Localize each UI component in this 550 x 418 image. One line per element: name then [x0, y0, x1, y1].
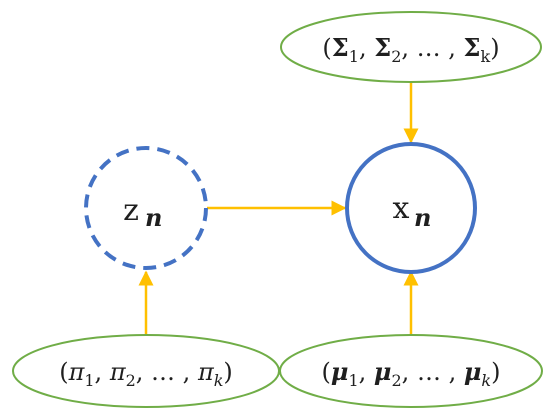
latent-node-z-label: z: [123, 193, 139, 228]
observed-node-x: [345, 142, 477, 274]
observed-node-x-subscript: n: [414, 203, 431, 232]
latent-node-z: [84, 146, 208, 270]
svg-text:n: n: [414, 203, 431, 232]
svg-text:n: n: [145, 203, 162, 232]
svg-text:x: x: [393, 191, 410, 226]
param-sigma-ellipse: [280, 11, 542, 83]
observed-node-x-label: x: [393, 191, 410, 226]
param-mu-ellipse: [279, 334, 543, 408]
latent-node-z-subscript: n: [145, 203, 162, 232]
param-mu-label: (μ1, μ2, … , μk): [322, 357, 501, 390]
svg-text:z: z: [123, 193, 139, 228]
